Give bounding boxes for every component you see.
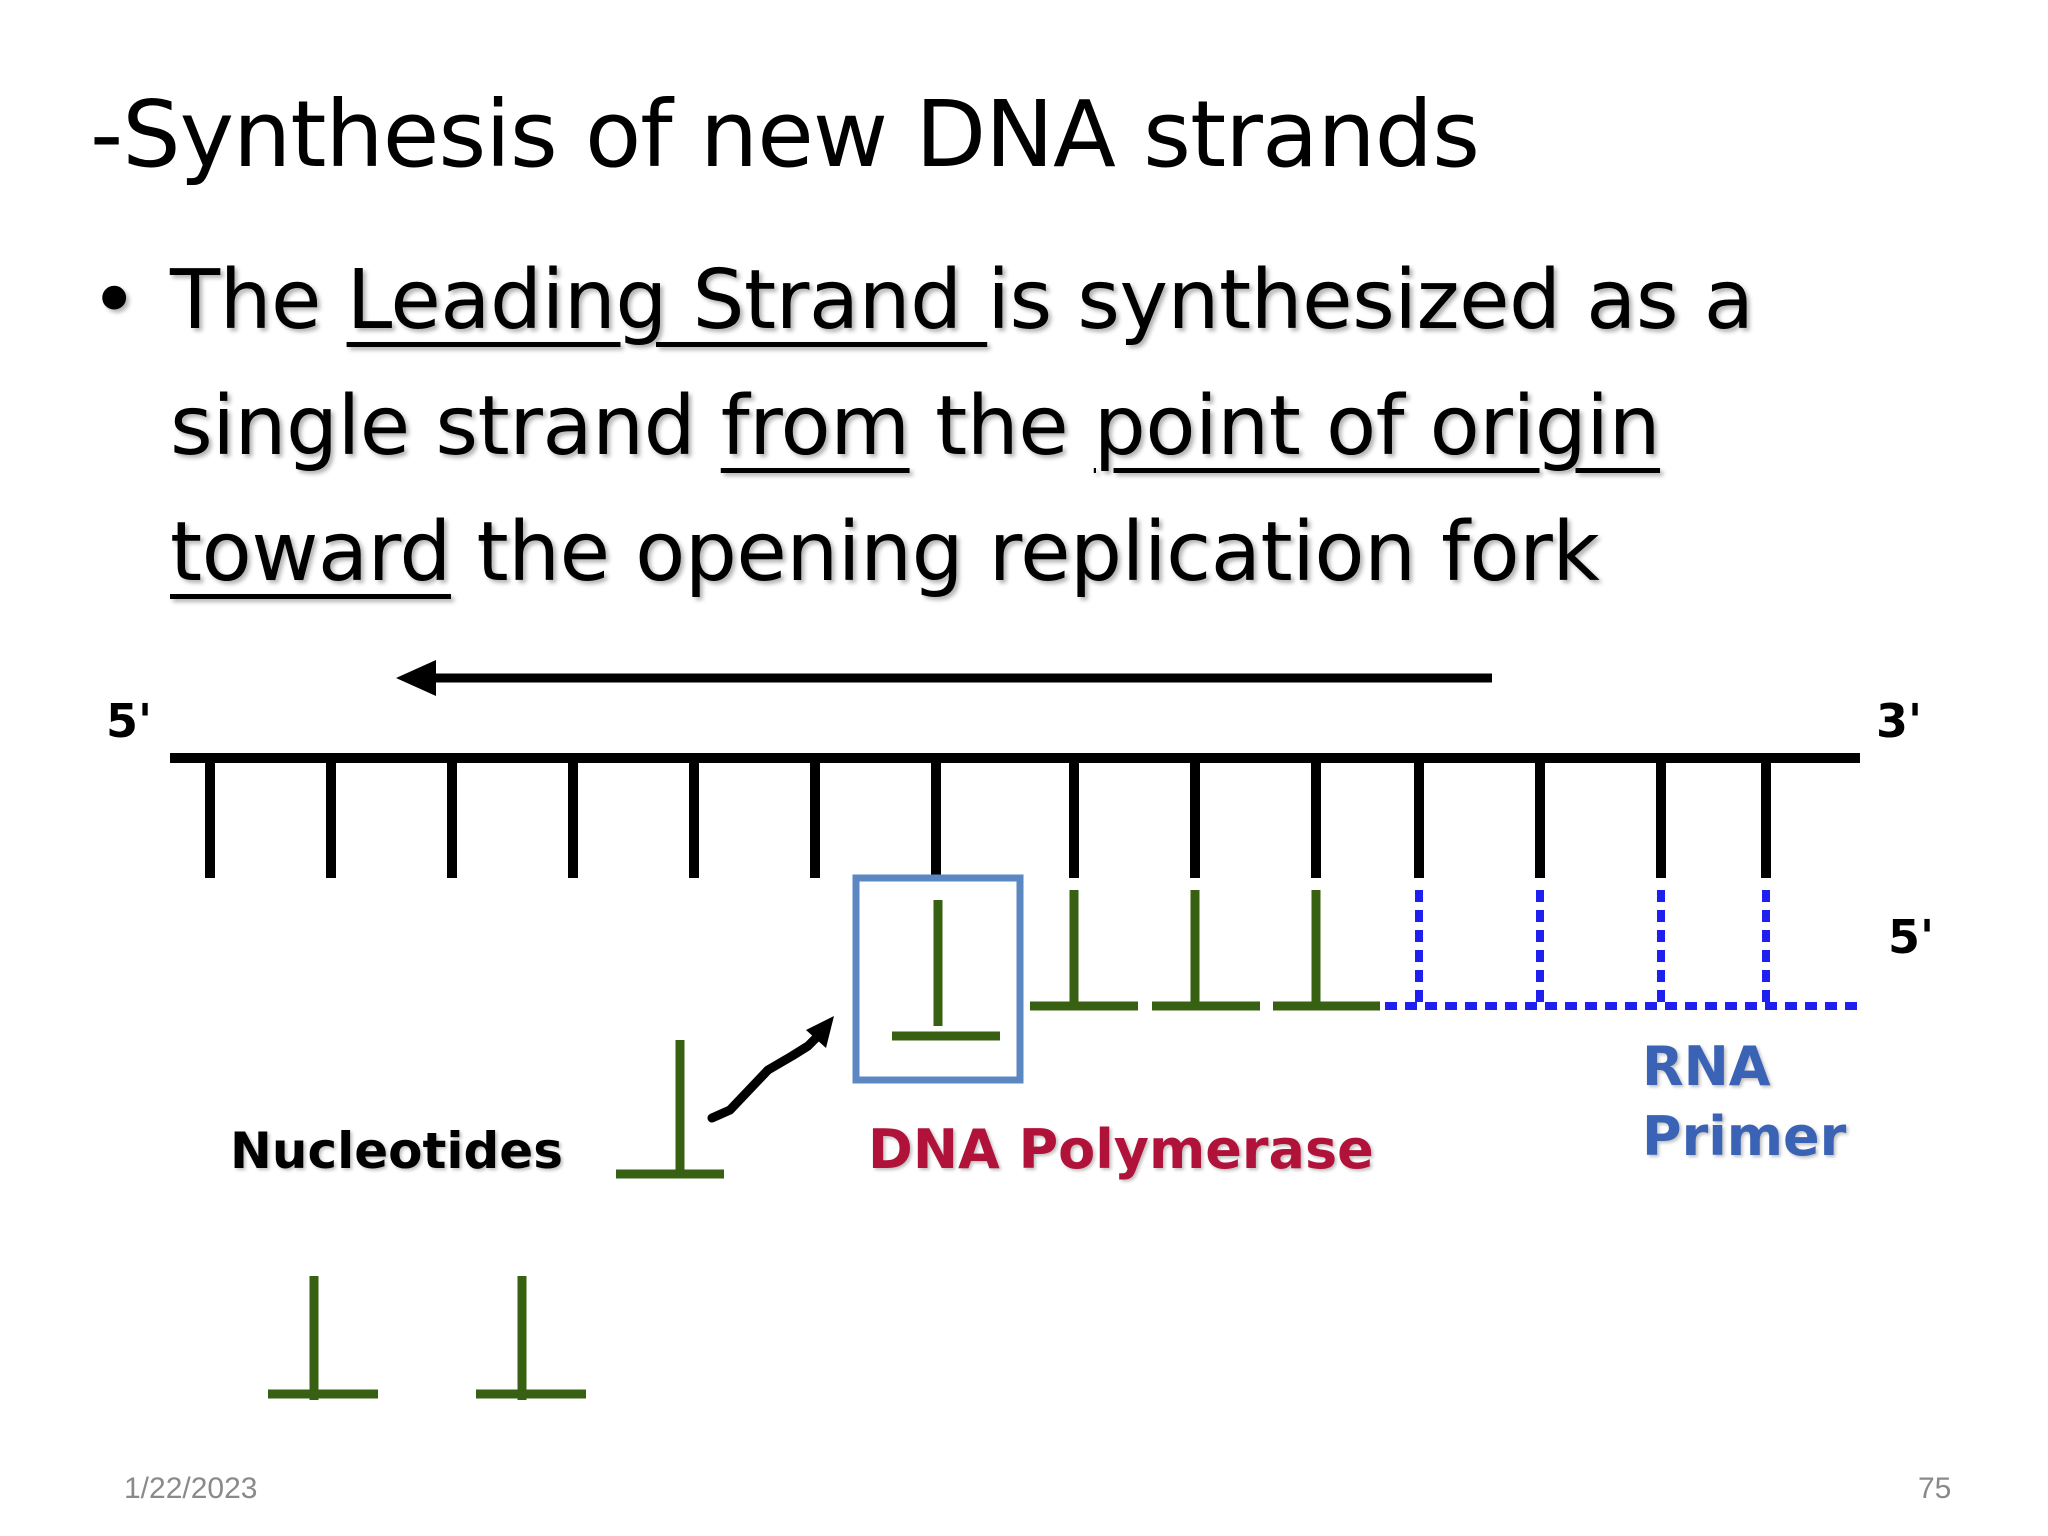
rna-primer-label-line-1: RNA xyxy=(1642,1035,1771,1098)
text-opening-fork: the opening replication fork xyxy=(450,505,1600,600)
nucleotide xyxy=(268,1276,378,1400)
bullet-line-2: single strand from the point of origin xyxy=(170,364,1753,490)
dna-polymerase-label: DNA Polymerase xyxy=(868,1118,1374,1181)
term-leading-strand: Leading Strand xyxy=(346,253,988,348)
polymerase-nucleotide xyxy=(892,900,1000,1041)
bullet-text: The Leading Strand is synthesized as a s… xyxy=(170,238,1754,616)
synthesis-direction-arrow xyxy=(396,660,1492,696)
nucleotide xyxy=(1273,890,1380,1011)
nucleotide xyxy=(1030,890,1138,1011)
text-single-strand: single strand xyxy=(170,379,721,474)
new-strand-nucleotides xyxy=(1030,890,1380,1011)
nucleotides-label: Nucleotides xyxy=(230,1122,563,1180)
delivery-arrow xyxy=(707,1016,834,1123)
bullet-dot: • xyxy=(90,253,138,348)
template-3-prime-label: 3' xyxy=(1876,694,1923,748)
new-strand-5-prime-label: 5' xyxy=(1888,910,1935,964)
rna-primer-label: RNA Primer xyxy=(1642,1032,1846,1172)
text-the: The xyxy=(170,253,347,348)
bullet-line-1: The Leading Strand is synthesized as a xyxy=(170,238,1754,364)
template-bases xyxy=(205,758,1771,878)
text-the-2: the xyxy=(909,379,1094,474)
term-point-of-origin: point of origin xyxy=(1093,379,1661,474)
footer-date: 1/22/2023 xyxy=(124,1472,258,1505)
bullet-line-3: toward the opening replication fork xyxy=(170,490,1753,616)
template-5-prime-label: 5' xyxy=(106,694,153,748)
loose-nucleotides xyxy=(268,1276,586,1400)
rna-primer xyxy=(1385,890,1865,1010)
term-toward: toward xyxy=(170,505,451,600)
free-nucleotide xyxy=(616,1040,724,1179)
dna-polymerase-box xyxy=(852,874,1024,1084)
nucleotide xyxy=(1152,890,1260,1011)
term-from: from xyxy=(720,379,910,474)
nucleotide xyxy=(476,1276,586,1400)
slide-number: 75 xyxy=(1918,1472,1952,1505)
rna-primer-label-line-2: Primer xyxy=(1642,1105,1847,1168)
slide-title: -Synthesis of new DNA strands xyxy=(90,81,1480,188)
text-synthesized: is synthesized as a xyxy=(987,253,1754,348)
